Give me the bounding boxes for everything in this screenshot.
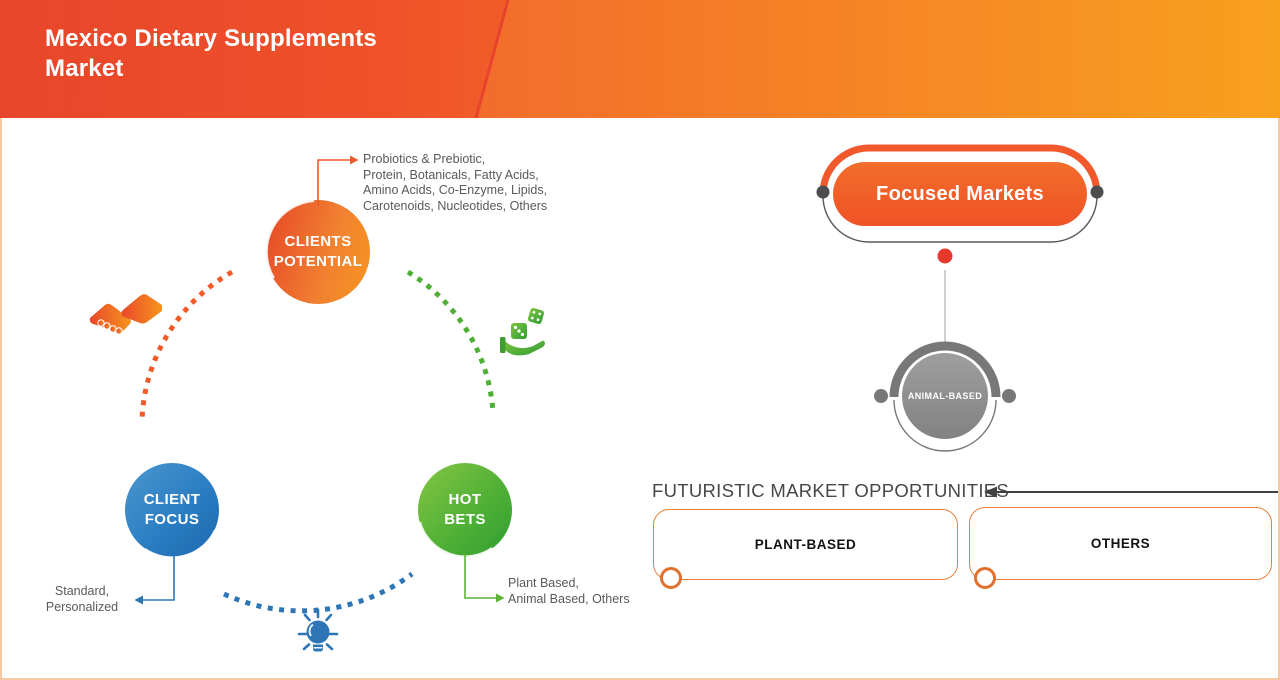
header-banner: Mexico Dietary Supplements Market xyxy=(0,0,1280,118)
client-focus-node: CLIENT FOCUS xyxy=(125,463,219,557)
others-label: OTHERS xyxy=(1090,536,1151,551)
page-title: Mexico Dietary Supplements Market xyxy=(45,25,377,82)
clients-potential-node: CLIENTS POTENTIAL xyxy=(266,200,370,304)
header-diagonal-decoration xyxy=(474,0,1280,118)
opportunity-box-plant-based: PLANT-BASED xyxy=(653,509,958,580)
clients-potential-label: CLIENTS POTENTIAL xyxy=(273,233,363,270)
green-dotted-arc xyxy=(406,269,496,413)
animal-based-node: ANIMAL-BASED xyxy=(902,353,988,439)
hand-dice-icon xyxy=(500,308,545,356)
client-focus-label: CLIENT FOCUS xyxy=(143,491,201,528)
focused-markets-label: Focused Markets xyxy=(876,182,1044,205)
plant-based-label: PLANT-BASED xyxy=(754,537,857,552)
opportunities-arrow xyxy=(984,486,1278,498)
blue-dotted-arc xyxy=(222,571,414,614)
focused-markets-pill: Focused Markets xyxy=(833,162,1087,226)
clients-potential-annotation: Probiotics & Prebiotic, Protein, Botanic… xyxy=(363,152,548,213)
focused-markets-node-dot xyxy=(937,248,953,264)
opportunity-box-others: OTHERS xyxy=(969,507,1272,580)
client-focus-annotation: Standard, Personalized xyxy=(45,584,119,614)
hot-bets-node: HOT BETS xyxy=(418,463,512,557)
opportunities-heading: FUTURISTIC MARKET OPPORTUNITIES xyxy=(652,480,1010,501)
clients-potential-connector xyxy=(317,155,359,206)
hot-bets-annotation: Plant Based, Animal Based, Others xyxy=(508,576,630,606)
hot-bets-connector xyxy=(464,554,505,603)
client-focus-connector xyxy=(134,554,175,605)
plant-based-corner-dot xyxy=(660,567,682,589)
others-corner-dot xyxy=(974,567,996,589)
orange-dotted-arc xyxy=(139,269,234,421)
handshake-icon xyxy=(89,294,162,335)
lightbulb-icon xyxy=(297,608,339,652)
animal-based-label: ANIMAL-BASED xyxy=(907,391,983,401)
hot-bets-label: HOT BETS xyxy=(444,491,486,528)
